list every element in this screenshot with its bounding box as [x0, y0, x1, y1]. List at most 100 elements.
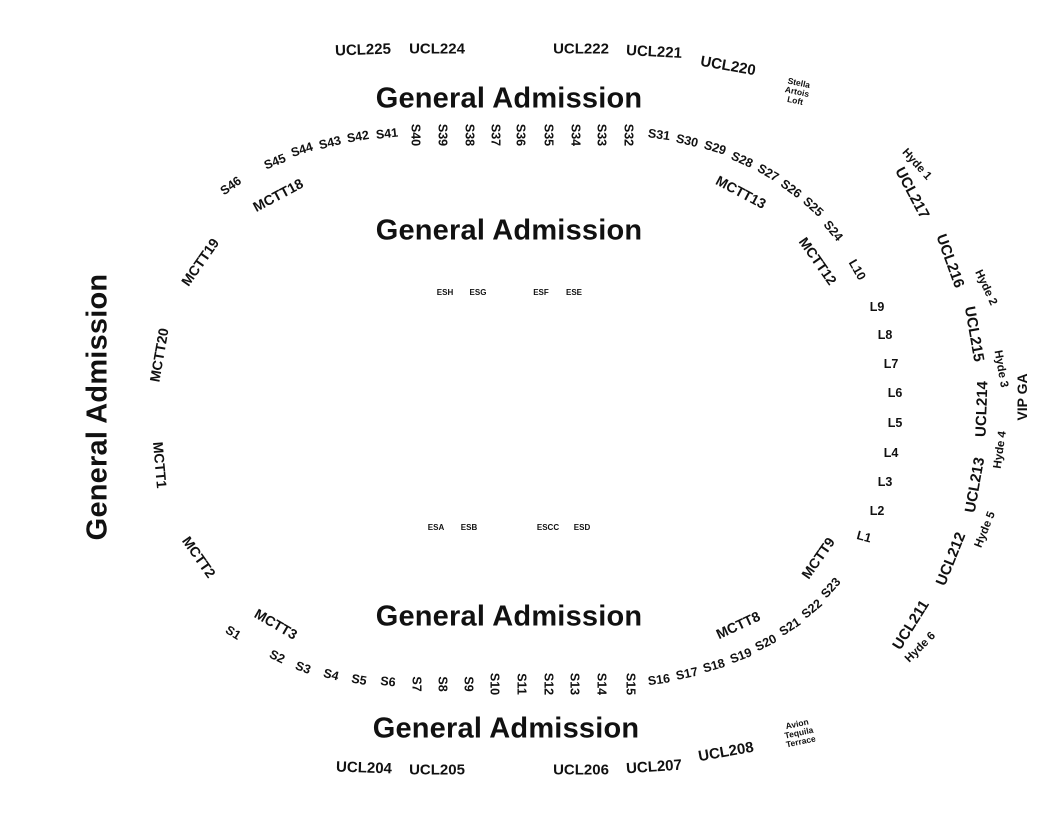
section-s36[interactable]: S36 — [513, 123, 528, 147]
section-s14[interactable]: S14 — [594, 672, 609, 696]
section-s7[interactable]: S7 — [409, 676, 424, 692]
mctt-3[interactable]: MCTT3 — [251, 605, 301, 643]
section-s18[interactable]: S18 — [701, 655, 727, 676]
section-s1[interactable]: S1 — [222, 622, 244, 643]
section-s22[interactable]: S22 — [798, 596, 825, 622]
ga-top-inner[interactable]: General Admission — [375, 214, 643, 247]
section-s23[interactable]: S23 — [818, 574, 844, 601]
ucl-216[interactable]: UCL216 — [932, 231, 968, 291]
section-s8[interactable]: S8 — [435, 676, 450, 692]
ga-bottom-inner[interactable]: General Admission — [375, 600, 643, 633]
section-s24[interactable]: S24 — [820, 217, 846, 244]
section-s15[interactable]: S15 — [623, 672, 638, 696]
section-s2[interactable]: S2 — [267, 647, 288, 667]
ucl-220[interactable]: UCL220 — [699, 52, 757, 80]
ucl-206[interactable]: UCL206 — [553, 761, 609, 779]
loge-l7[interactable]: L7 — [883, 356, 899, 371]
ucl-205[interactable]: UCL205 — [409, 761, 465, 779]
es-esa[interactable]: ESA — [427, 523, 445, 532]
loge-l10[interactable]: L10 — [845, 257, 869, 283]
section-s16[interactable]: S16 — [646, 671, 671, 689]
section-s39[interactable]: S39 — [435, 123, 450, 147]
ucl-225[interactable]: UCL225 — [334, 40, 392, 60]
mctt-9[interactable]: MCTT9 — [798, 534, 838, 582]
section-s3[interactable]: S3 — [293, 658, 313, 677]
ucl-222[interactable]: UCL222 — [553, 40, 609, 58]
ucl-221[interactable]: UCL221 — [625, 42, 683, 62]
section-s13[interactable]: S13 — [567, 672, 582, 696]
section-s11[interactable]: S11 — [514, 673, 529, 695]
section-s34[interactable]: S34 — [568, 123, 583, 147]
section-s30[interactable]: S30 — [674, 131, 700, 151]
avion-tequila-terrace[interactable]: Avion Tequila Terrace — [781, 717, 817, 750]
ga-bottom-outer[interactable]: General Admission — [372, 712, 640, 745]
section-s38[interactable]: S38 — [462, 123, 477, 147]
section-s17[interactable]: S17 — [674, 664, 700, 683]
section-s4[interactable]: S4 — [321, 666, 341, 684]
loge-l5[interactable]: L5 — [887, 415, 903, 430]
ucl-212[interactable]: UCL212 — [932, 529, 970, 589]
ga-left[interactable]: General Admission — [81, 273, 114, 541]
ucl-207[interactable]: UCL207 — [625, 756, 683, 778]
section-s42[interactable]: S42 — [345, 127, 371, 146]
section-s29[interactable]: S29 — [702, 137, 728, 158]
section-s9[interactable]: S9 — [461, 676, 476, 692]
stella-artois-loft[interactable]: Stella Artois Loft — [782, 76, 812, 107]
section-s46[interactable]: S46 — [217, 173, 244, 198]
mctt-19[interactable]: MCTT19 — [177, 235, 223, 289]
ucl-215[interactable]: UCL215 — [960, 305, 988, 363]
hyde-3[interactable]: Hyde 3 — [991, 349, 1010, 389]
mctt-20[interactable]: MCTT20 — [146, 326, 172, 384]
es-ese[interactable]: ESE — [565, 288, 583, 297]
es-esf[interactable]: ESF — [533, 288, 549, 297]
ucl-213[interactable]: UCL213 — [961, 456, 989, 514]
loge-l4[interactable]: L4 — [883, 445, 899, 460]
section-s40[interactable]: S40 — [408, 123, 423, 147]
section-s32[interactable]: S32 — [621, 123, 636, 147]
section-s20[interactable]: S20 — [752, 631, 779, 655]
mctt-8[interactable]: MCTT8 — [713, 607, 763, 643]
section-s31[interactable]: S31 — [647, 126, 672, 144]
section-s43[interactable]: S43 — [317, 133, 343, 153]
loge-l3[interactable]: L3 — [877, 474, 893, 489]
section-s35[interactable]: S35 — [541, 123, 556, 147]
loge-l1[interactable]: L1 — [855, 528, 873, 546]
ucl-204[interactable]: UCL204 — [335, 758, 393, 778]
mctt-18[interactable]: MCTT18 — [250, 175, 306, 215]
section-s6[interactable]: S6 — [379, 673, 397, 690]
section-s44[interactable]: S44 — [289, 139, 315, 160]
section-s19[interactable]: S19 — [728, 645, 754, 667]
section-s33[interactable]: S33 — [594, 123, 609, 147]
es-esg[interactable]: ESG — [469, 288, 487, 297]
section-s21[interactable]: S21 — [776, 614, 804, 639]
hyde-4[interactable]: Hyde 4 — [991, 430, 1009, 470]
section-s26[interactable]: S26 — [778, 176, 805, 201]
section-s37[interactable]: S37 — [488, 123, 503, 147]
vip-ga[interactable]: VIP GA — [1014, 373, 1030, 421]
section-s28[interactable]: S28 — [729, 148, 756, 171]
ga-top-outer[interactable]: General Admission — [375, 82, 643, 115]
es-escc[interactable]: ESCC — [536, 523, 560, 532]
section-s12[interactable]: S12 — [541, 672, 556, 696]
es-esh[interactable]: ESH — [436, 288, 454, 297]
section-s45[interactable]: S45 — [261, 151, 288, 173]
hyde-2[interactable]: Hyde 2 — [972, 268, 1000, 308]
section-s27[interactable]: S27 — [754, 161, 782, 185]
section-s25[interactable]: S25 — [800, 194, 827, 220]
hyde-5[interactable]: Hyde 5 — [972, 509, 998, 550]
ucl-224[interactable]: UCL224 — [409, 40, 465, 58]
ucl-208[interactable]: UCL208 — [697, 738, 755, 766]
es-esb[interactable]: ESB — [460, 523, 478, 532]
section-s41[interactable]: S41 — [375, 125, 399, 142]
es-esd[interactable]: ESD — [573, 523, 591, 532]
loge-l2[interactable]: L2 — [869, 503, 885, 518]
loge-l6[interactable]: L6 — [887, 385, 903, 400]
section-s5[interactable]: S5 — [350, 671, 368, 688]
ucl-214[interactable]: UCL214 — [972, 380, 992, 438]
loge-l9[interactable]: L9 — [869, 299, 885, 314]
mctt-2[interactable]: MCTT2 — [179, 533, 219, 581]
mctt-1[interactable]: MCTT1 — [149, 441, 171, 489]
section-s10[interactable]: S10 — [487, 672, 502, 696]
mctt-13[interactable]: MCTT13 — [713, 172, 769, 212]
loge-l8[interactable]: L8 — [877, 327, 893, 342]
